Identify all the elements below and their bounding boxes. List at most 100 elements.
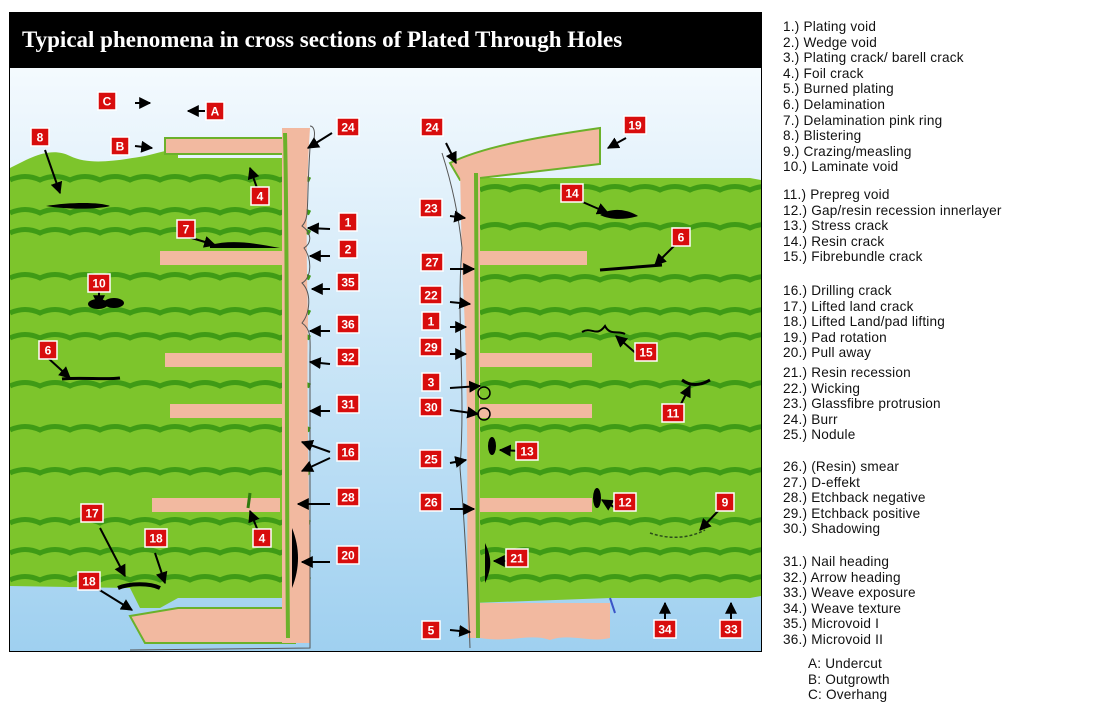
callout-text: 7 <box>183 223 190 237</box>
callout-box <box>97 91 117 111</box>
left-lifted-land <box>117 582 161 590</box>
callout-text: B <box>116 140 125 154</box>
callout-text: 3 <box>428 376 435 390</box>
right-laminate-block <box>441 126 761 649</box>
right-measling <box>649 529 706 538</box>
right-inner-foil-1 <box>477 251 587 265</box>
callout-label-right: 6 <box>671 227 691 247</box>
callout-box <box>560 183 584 203</box>
callout-box <box>419 449 443 469</box>
callout-text: 18 <box>82 575 96 589</box>
left-delamination <box>61 376 121 381</box>
callout-text: 15 <box>639 346 653 360</box>
callout-label-left: 24 <box>336 117 360 137</box>
callout-text: C <box>103 95 112 109</box>
callout-box <box>419 337 443 357</box>
callout-label-left: 20 <box>336 545 360 565</box>
legend-item: B: Outgrowth <box>808 671 890 687</box>
callout-text: 9 <box>722 496 729 510</box>
callout-box <box>671 227 691 247</box>
weave-band <box>478 574 761 583</box>
callout-box <box>419 492 443 512</box>
callout-box <box>38 340 58 360</box>
legend-item: 4.) Foil crack <box>783 65 864 81</box>
callout-label-right: 13 <box>515 441 539 461</box>
callout-label-right: 29 <box>419 337 443 357</box>
weave-band <box>478 307 761 316</box>
callout-label-right: 30 <box>419 397 443 417</box>
callout-text: 32 <box>341 351 355 365</box>
callout-label-left: 31 <box>336 394 360 414</box>
legend-item: 32.) Arrow heading <box>783 569 901 585</box>
callout-text: 23 <box>424 202 438 216</box>
right-bottom-pad <box>472 603 610 640</box>
callout-label-right: 27 <box>420 252 444 272</box>
callout-label-right: 9 <box>715 492 735 512</box>
callout-text: 30 <box>424 401 438 415</box>
callout-box <box>719 619 743 639</box>
callout-label-right: 1 <box>421 311 441 331</box>
legend-item: 11.) Prepreg void <box>783 187 890 202</box>
annotation-arrows <box>44 97 737 637</box>
right-laminate-body <box>472 178 761 603</box>
weave-band <box>10 272 312 281</box>
callout-text: 20 <box>341 549 355 563</box>
left-pink-ring <box>210 242 280 248</box>
callout-label-left: 18 <box>77 571 101 591</box>
callout-text: 13 <box>520 445 534 459</box>
callout-text: 16 <box>341 446 355 460</box>
callout-box <box>419 198 443 218</box>
weave-band <box>478 547 761 556</box>
callout-box <box>30 127 50 147</box>
callout-label-right: 22 <box>419 285 443 305</box>
legend-item: 7.) Delamination pink ring <box>783 112 943 128</box>
legend-item: 34.) Weave texture <box>783 600 902 616</box>
callout-label-left: 10 <box>87 273 111 293</box>
callout-text: 21 <box>510 552 524 566</box>
callout-box <box>634 342 658 362</box>
weave-band <box>10 467 312 476</box>
callout-text: 6 <box>678 231 685 245</box>
legend-item: 9.) Crazing/measling <box>783 143 912 159</box>
callout-label-right: 33 <box>719 619 743 639</box>
callout-box <box>421 372 441 392</box>
left-laminate-block <box>10 125 315 651</box>
legend-item: 20.) Pull away <box>783 345 872 361</box>
callout-box <box>336 117 360 137</box>
left-pull-away <box>292 528 298 588</box>
callout-label-left: B <box>110 136 130 156</box>
callout-label-right: 5 <box>421 620 441 640</box>
left-plating <box>283 132 290 639</box>
callout-text: 24 <box>341 121 355 135</box>
left-top-pad <box>164 137 291 155</box>
legend-item: 1.) Plating void <box>783 19 877 34</box>
legend-item: 6.) Delamination <box>783 96 886 112</box>
callout-label-left: 6 <box>38 340 58 360</box>
callout-box <box>505 548 529 568</box>
callout-text: 1 <box>345 216 352 230</box>
legend-item: 8.) Blistering <box>783 128 862 144</box>
callout-box <box>613 492 637 512</box>
callout-box <box>419 285 443 305</box>
callout-box <box>80 503 104 523</box>
weave-band <box>10 424 312 433</box>
callout-box <box>77 571 101 591</box>
callout-text: 36 <box>341 318 355 332</box>
callout-text: 4 <box>257 190 264 204</box>
weave-band <box>10 207 312 216</box>
callout-box <box>336 272 360 292</box>
legend-item: 17.) Lifted land crack <box>783 298 914 314</box>
left-inner-foil-1 <box>160 251 295 265</box>
callout-label-left: 16 <box>336 442 360 462</box>
callout-box <box>715 492 735 512</box>
callout-label-right: 26 <box>419 492 443 512</box>
callout-text: 29 <box>424 341 438 355</box>
callout-box <box>421 311 441 331</box>
weave-band <box>10 307 312 316</box>
legend-item: 19.) Pad rotation <box>783 329 887 345</box>
right-resin-recession-line <box>609 597 616 614</box>
right-inner-foil-2 <box>477 353 592 367</box>
